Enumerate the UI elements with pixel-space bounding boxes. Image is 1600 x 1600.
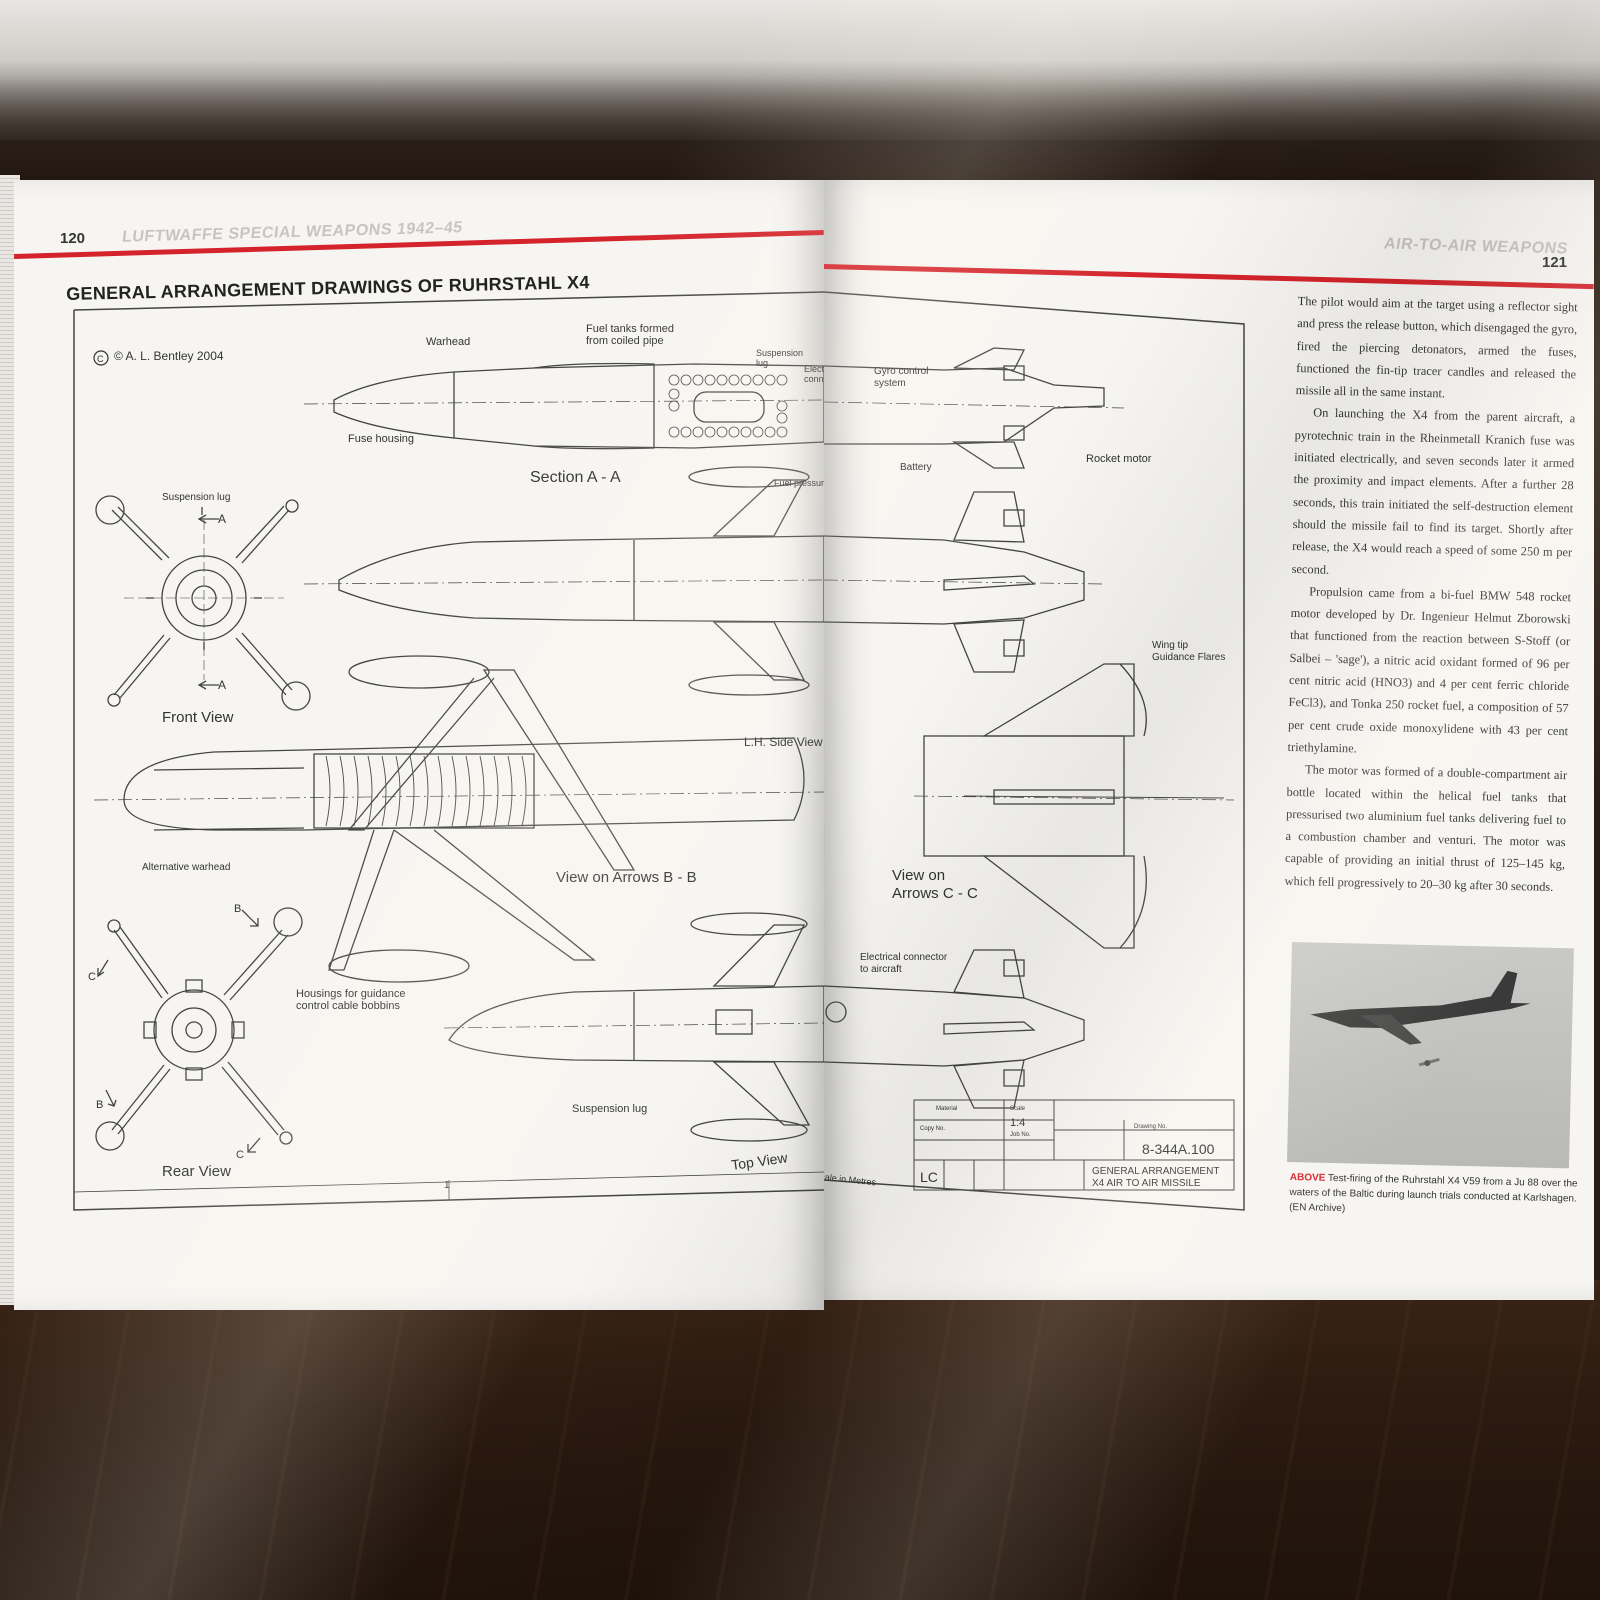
table-grain xyxy=(0,1280,1600,1600)
copyright-text: © A. L. Bentley 2004 xyxy=(114,349,224,363)
label-rear-view: Rear View xyxy=(162,1163,231,1180)
label-arrow-b-top: B xyxy=(234,903,241,915)
tb-scale: 1:4 xyxy=(1010,1117,1025,1129)
left-drawing-svg: C © A. L. Bentley 2004 Warhead Fuel tank… xyxy=(73,291,824,1211)
tb-scale-label: Scale xyxy=(1010,1106,1026,1112)
label-arrow-a-top: A xyxy=(218,512,226,526)
top-view-tail xyxy=(824,985,1085,1067)
label-fuel-tanks: Fuel tanks formed xyxy=(586,323,674,335)
tb-title-2: X4 AIR TO AIR MISSILE xyxy=(1092,1178,1201,1189)
label-fuse-housing: Fuse housing xyxy=(348,433,414,445)
label-top-view: Top View xyxy=(730,1149,789,1173)
label-housings-2: control cable bobbins xyxy=(296,1000,400,1012)
label-lh-side-view: L.H. Side View xyxy=(744,735,823,749)
body-text: The pilot would aim at the target using … xyxy=(1284,290,1578,898)
copyright-icon xyxy=(93,350,109,366)
paragraph-1: The pilot would aim at the target using … xyxy=(1295,293,1578,401)
front-view-drawing xyxy=(95,495,311,711)
label-wing-tip-2: Guidance Flares xyxy=(1152,652,1225,663)
photo-test-firing xyxy=(1287,942,1574,1169)
tb-title-1: GENERAL ARRANGEMENT xyxy=(1092,1166,1219,1177)
right-drawing-svg: Gyro control system Battery Rocket motor… xyxy=(824,291,1245,1211)
section-aa-tail xyxy=(824,365,1105,445)
right-page: AIR-TO-AIR WEAPONS 121 xyxy=(824,180,1594,1300)
label-arrow-c-top: C xyxy=(88,971,96,983)
label-suspension-top: Suspension xyxy=(756,348,803,358)
copyright-c: C xyxy=(97,354,104,364)
label-electrical-plug-2: connector xyxy=(804,374,824,384)
caption-lead: ABOVE xyxy=(1289,1171,1326,1184)
rear-view-drawing xyxy=(95,907,303,1153)
label-electrical-plug: Electrical plug xyxy=(804,364,824,374)
label-section-aa: Section A - A xyxy=(530,469,621,486)
tb-material: Material xyxy=(936,1106,957,1112)
top-view-drawing xyxy=(443,912,824,1142)
tb-drawing-no-label: Drawing No. xyxy=(1134,1124,1167,1130)
section-aa-drawing xyxy=(303,362,824,450)
label-fuel-pressure: Fuel pressurisation bottles xyxy=(774,478,824,488)
label-scale: Scale in Metres xyxy=(824,1171,877,1187)
label-view-bb: View on Arrows B - B xyxy=(556,869,697,886)
paragraph-2: On launching the X4 from the parent airc… xyxy=(1291,405,1576,577)
tb-job-no: Job No. xyxy=(1010,1132,1031,1138)
label-alternative-warhead: Alternative warhead xyxy=(142,862,230,873)
label-electrical-connector-2: to aircraft xyxy=(860,964,902,975)
tb-copy-no: Copy No. xyxy=(920,1126,945,1132)
lh-side-tail xyxy=(824,535,1085,625)
left-page: 120 LUFTWAFFE SPECIAL WEAPONS 1942–45 GE… xyxy=(14,180,824,1310)
photo-caption: ABOVE Test-firing of the Ruhrstahl X4 V5… xyxy=(1289,1170,1580,1222)
drawing-frame-top xyxy=(73,291,824,311)
wall-shadow xyxy=(0,60,1600,180)
view-bb-drawing xyxy=(93,655,824,983)
label-arrow-b-bottom: B xyxy=(96,1099,103,1111)
label-suspension-lug: Suspension lug xyxy=(162,492,230,503)
label-suspension-top-2: lug xyxy=(756,358,768,368)
paragraph-3: Propulsion came from a bi-fuel BMW 548 r… xyxy=(1287,584,1572,756)
page-number-left: 120 xyxy=(60,230,86,247)
drawing-frame-left xyxy=(73,516,824,1211)
label-view-cc: View on xyxy=(892,867,945,884)
label-battery: Battery xyxy=(900,462,932,473)
title-block xyxy=(913,1099,1235,1191)
label-electrical-connector: Electrical connector xyxy=(860,952,948,963)
caption-text: Test-firing of the Ruhrstahl X4 V59 from… xyxy=(1289,1172,1578,1215)
label-view-cc-2: Arrows C - C xyxy=(892,885,978,902)
label-arrow-a-bottom: A xyxy=(218,678,226,692)
tb-drawn-by: LC xyxy=(920,1169,938,1185)
label-gyro: Gyro control xyxy=(874,366,928,377)
label-warhead: Warhead xyxy=(426,336,470,348)
view-cc-drawing xyxy=(913,663,1235,949)
label-wing-tip: Wing tip xyxy=(1152,640,1189,651)
label-scale-mark: 1 xyxy=(444,1180,450,1191)
label-housings: Housings for guidance xyxy=(296,988,405,1000)
label-suspension-lug-bottom: Suspension lug xyxy=(572,1103,647,1115)
label-arrow-c-bottom: C xyxy=(236,1149,244,1161)
aircraft-silhouette xyxy=(1310,970,1531,1067)
drawing-frame-right xyxy=(824,291,1245,1211)
wooden-table xyxy=(0,1280,1600,1600)
page-number-right: 121 xyxy=(1542,254,1568,271)
tb-drawing-no: 8-344A.100 xyxy=(1142,1141,1215,1157)
paragraph-4: The motor was formed of a double-compart… xyxy=(1284,762,1568,894)
label-fuel-tanks-2: from coiled pipe xyxy=(586,335,664,347)
lh-side-view-drawing xyxy=(303,466,824,696)
label-front-view: Front View xyxy=(162,709,234,726)
label-gyro-2: system xyxy=(874,378,906,389)
label-rocket-motor: Rocket motor xyxy=(1086,453,1152,465)
